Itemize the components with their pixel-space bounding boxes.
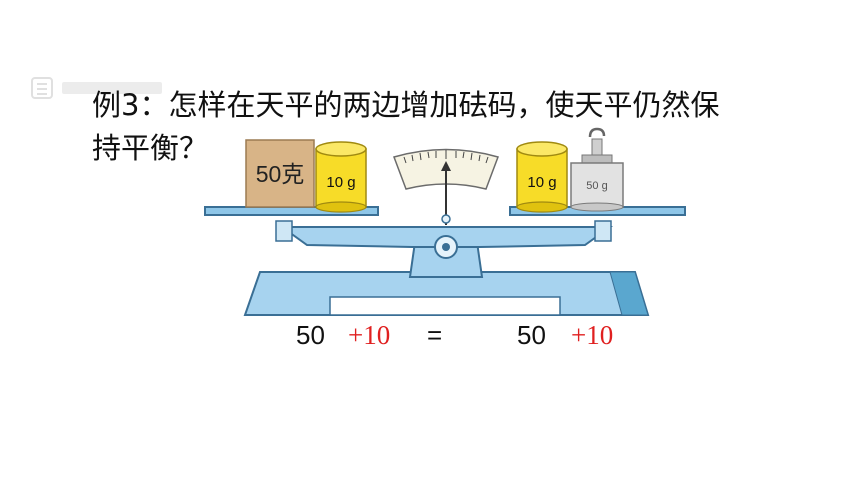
equation-right-add: +10: [571, 320, 614, 350]
right-weight-neck: [591, 138, 603, 158]
left-cup-top: [315, 141, 367, 157]
right-cup-10: [516, 148, 568, 208]
center-pivot-hole: [442, 243, 450, 251]
question-text: 例3：怎样在天平的两边增加砝码，使天平仍然保 持平衡？: [92, 84, 812, 170]
equation-equals: =: [427, 320, 443, 350]
left-cup-label: 10 g: [326, 174, 355, 191]
equation-left-base: 50: [296, 320, 325, 350]
right-weight-cap: [581, 154, 613, 164]
right-cup-label: 10 g: [527, 174, 556, 191]
scale-base-notch: [329, 296, 561, 316]
question-line-1: 例3：怎样在天平的两边增加砝码，使天平仍然保: [92, 88, 720, 122]
gauge-ticks: [403, 150, 489, 164]
left-cup-bottom: [315, 201, 367, 213]
right-weight-hook: [588, 127, 606, 138]
scale-base-shadow: [609, 271, 649, 316]
right-pivot: [594, 220, 612, 242]
right-weight-label: 50 g: [586, 180, 607, 192]
right-weight-bottom: [570, 202, 624, 212]
balance-scale-illustration: 50克 10 g 10 g 50 g: [204, 127, 686, 316]
left-pivot: [275, 220, 293, 242]
equation-left-add: +10: [348, 320, 391, 350]
question-line-2: 持平衡？: [92, 131, 209, 165]
left-block-label: 50克: [256, 161, 305, 187]
gauge-needle-tip: [441, 161, 451, 171]
watermark-logo: [31, 77, 162, 99]
left-block-50: [245, 139, 315, 208]
right-cup-bottom: [516, 201, 568, 213]
needle-base: [441, 214, 451, 224]
right-cup-top: [516, 141, 568, 157]
equation-right-base: 50: [517, 320, 546, 350]
